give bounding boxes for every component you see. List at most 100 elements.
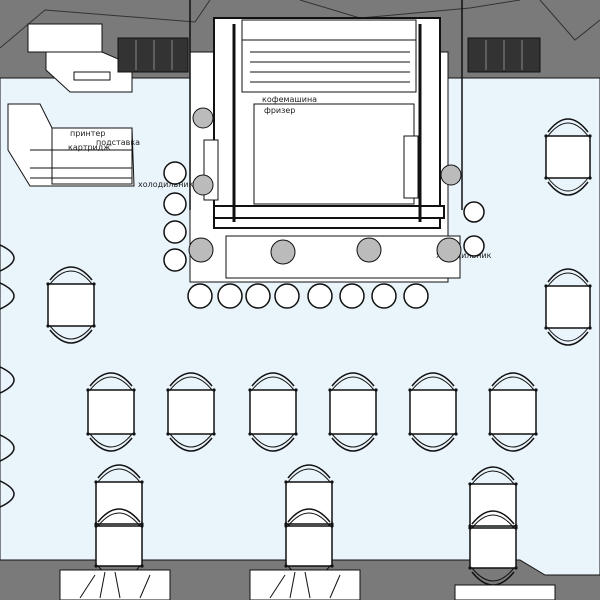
table: [249, 389, 297, 435]
table-leg: [468, 482, 472, 486]
chair: [287, 508, 331, 523]
chair: [97, 464, 141, 479]
cartridge-label: картридж: [68, 143, 111, 152]
planters: [59, 569, 556, 600]
table: [545, 285, 591, 329]
stand-label: подставка: [96, 138, 140, 147]
table: [489, 389, 537, 435]
coffee-machine-label: кофемашина: [262, 95, 317, 104]
table-leg: [330, 480, 334, 484]
table: [47, 283, 95, 327]
table-leg: [92, 282, 96, 286]
chair: [491, 376, 535, 391]
chair: [471, 567, 515, 582]
chair: [287, 468, 331, 483]
chair: [471, 514, 515, 529]
chair: [547, 327, 589, 342]
table-leg: [330, 524, 334, 528]
table-leg: [534, 432, 538, 436]
table-leg: [408, 388, 412, 392]
ceiling-lines: [0, 0, 600, 49]
table-leg: [468, 526, 472, 530]
poles: [189, 0, 463, 210]
table-leg: [212, 432, 216, 436]
table-leg: [248, 432, 252, 436]
table-leg: [330, 564, 334, 568]
table-leg: [86, 432, 90, 436]
table-leg: [46, 324, 50, 328]
table-leg: [514, 482, 518, 486]
chair: [547, 181, 589, 196]
table-leg: [166, 432, 170, 436]
chair: [547, 118, 589, 133]
chair: [491, 372, 535, 387]
table: [545, 135, 591, 179]
chair: [471, 510, 515, 525]
table: [87, 389, 135, 435]
chair: [169, 437, 213, 452]
chair: [251, 372, 295, 387]
table: [95, 481, 143, 525]
chair: [97, 508, 141, 523]
table: [469, 527, 517, 569]
table: [167, 389, 215, 435]
storage-block: [27, 23, 133, 93]
chair: [97, 512, 141, 527]
table-leg: [374, 388, 378, 392]
table: [285, 481, 333, 525]
chair: [411, 376, 455, 391]
chair: [0, 480, 15, 508]
table-leg: [408, 432, 412, 436]
chair: [169, 433, 213, 448]
chair: [547, 331, 589, 346]
chair: [169, 376, 213, 391]
table: [285, 525, 333, 567]
chair: [89, 437, 133, 452]
table: [409, 389, 457, 435]
table-leg: [166, 388, 170, 392]
chair: [331, 433, 375, 448]
table-leg: [454, 388, 458, 392]
chair: [547, 177, 589, 192]
table-leg: [212, 388, 216, 392]
chair: [0, 366, 15, 394]
table-leg: [86, 388, 90, 392]
table-leg: [248, 388, 252, 392]
table-leg: [534, 388, 538, 392]
chair: [251, 433, 295, 448]
chair: [331, 372, 375, 387]
table-leg: [588, 284, 592, 288]
table-leg: [294, 388, 298, 392]
table: [95, 525, 143, 567]
chair: [97, 468, 141, 483]
floor-area: [0, 77, 600, 576]
table-leg: [94, 564, 98, 568]
chair: [547, 122, 589, 137]
chair: [89, 372, 133, 387]
table-leg: [544, 284, 548, 288]
table-leg: [284, 480, 288, 484]
table: [469, 483, 517, 527]
chair: [331, 376, 375, 391]
table-leg: [132, 388, 136, 392]
table-leg: [294, 432, 298, 436]
round-equipment: [188, 107, 462, 265]
table: [329, 389, 377, 435]
table-leg: [488, 432, 492, 436]
chair: [411, 433, 455, 448]
table-leg: [328, 388, 332, 392]
chair: [169, 372, 213, 387]
chair: [491, 433, 535, 448]
chair: [411, 372, 455, 387]
table-leg: [46, 282, 50, 286]
table-leg: [140, 564, 144, 568]
chair: [331, 437, 375, 452]
chair: [471, 466, 515, 481]
table-leg: [94, 524, 98, 528]
table-leg: [588, 134, 592, 138]
chair: [411, 437, 455, 452]
bar-counter: [189, 17, 461, 283]
table-leg: [284, 564, 288, 568]
table-leg: [488, 388, 492, 392]
